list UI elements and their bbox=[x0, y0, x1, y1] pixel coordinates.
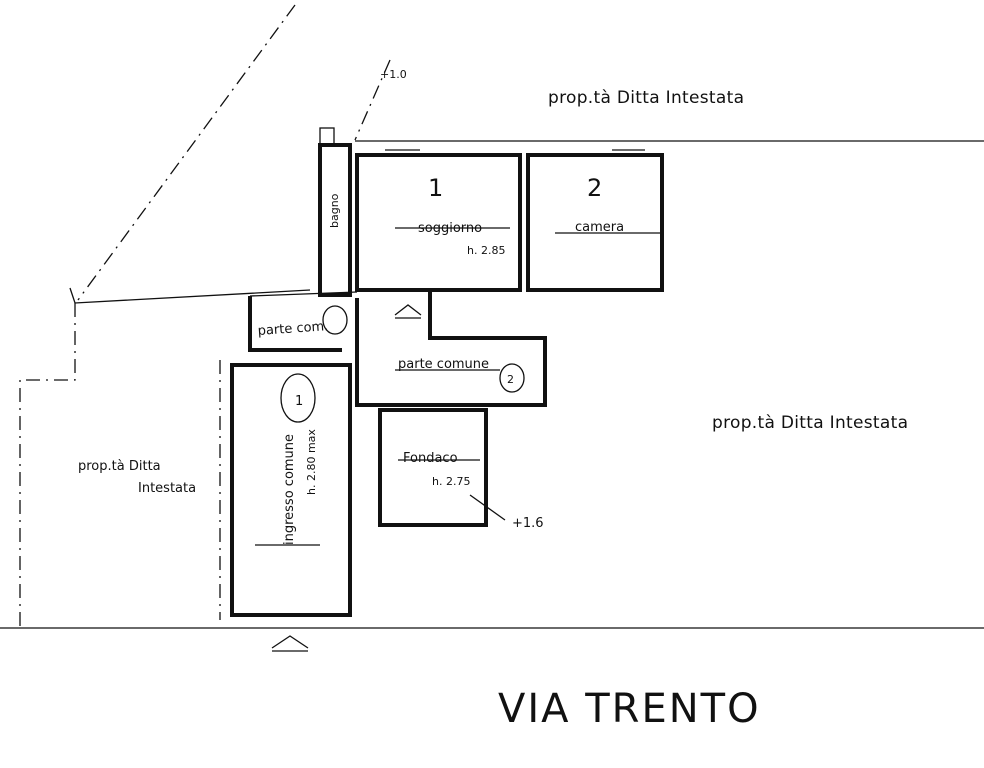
stair-circle-upper bbox=[322, 305, 348, 335]
soggiorno-label: soggiorno bbox=[418, 221, 482, 236]
prop-label-left-line1: prop.tà Ditta bbox=[78, 459, 161, 474]
ingresso-height: h. 2.80 max bbox=[305, 429, 318, 495]
room-number-2: 2 bbox=[587, 174, 602, 202]
parte-com-label: parte com. bbox=[257, 319, 329, 339]
parte-comune-corridor bbox=[355, 288, 547, 407]
ingresso-comune-label: ingresso comune bbox=[282, 434, 297, 545]
camera-room bbox=[526, 153, 664, 292]
bagno-label: bagno bbox=[328, 193, 341, 228]
prop-label-left-line2: Intestata bbox=[138, 481, 196, 496]
bagno-room bbox=[318, 143, 352, 297]
fondaco-leader bbox=[469, 494, 506, 521]
diagonal-property-line bbox=[77, 4, 296, 301]
parte-comune-marker: 2 bbox=[507, 373, 514, 386]
entry-arrow-upper bbox=[394, 304, 422, 319]
left-dashed-boundary bbox=[19, 303, 76, 628]
level-top: +1.0 bbox=[380, 68, 407, 81]
prop-label-right: prop.tà Ditta Intestata bbox=[712, 413, 908, 433]
landing-top-line bbox=[249, 291, 358, 297]
stair-circle-corridor bbox=[499, 363, 525, 393]
chimney bbox=[319, 127, 335, 146]
soggiorno-room bbox=[355, 153, 522, 292]
street-name: VIA TRENTO bbox=[498, 686, 761, 732]
parte-com-landing bbox=[248, 296, 342, 352]
entry-arrow-street bbox=[271, 635, 309, 652]
ingresso-marker: 1 bbox=[295, 394, 303, 409]
ingresso-comune-room bbox=[230, 363, 352, 617]
parte-comune-label: parte comune bbox=[398, 357, 489, 372]
soggiorno-height: h. 2.85 bbox=[467, 244, 505, 257]
room-number-1: 1 bbox=[428, 174, 443, 202]
camera-label: camera bbox=[575, 220, 624, 235]
fondaco-height: h. 2.75 bbox=[432, 475, 470, 488]
prop-label-top: prop.tà Ditta Intestata bbox=[548, 88, 744, 108]
level-bottom: +1.6 bbox=[512, 516, 544, 531]
fondaco-room bbox=[378, 408, 488, 527]
fondaco-label: Fondaco bbox=[403, 451, 458, 466]
ingresso-stair-circle bbox=[280, 373, 316, 423]
